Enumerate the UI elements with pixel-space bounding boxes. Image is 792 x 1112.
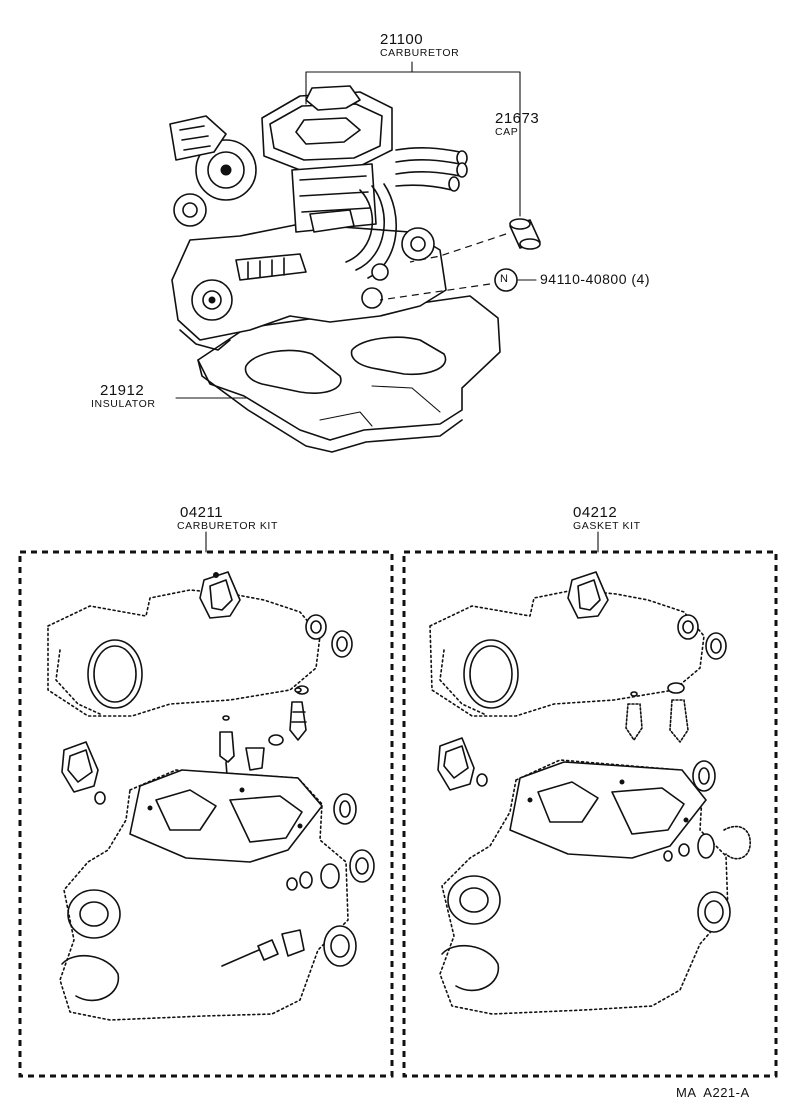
nut-symbol: N (500, 273, 509, 285)
cap-part-number: 21673 (495, 110, 540, 127)
carburetor-kit-part-number: 04211 (180, 504, 224, 521)
carburetor-part-name: CARBURETOR (380, 47, 460, 59)
nut-symbol-circle (494, 268, 518, 292)
carburetor-body (169, 85, 468, 351)
carburetor-leader-bracket (305, 71, 521, 217)
gasket-kit-part-number: 04212 (573, 504, 618, 521)
diagram-code: MA A221-A (676, 1085, 750, 1100)
carburetor-kit-part-name: CARBURETOR KIT (177, 520, 278, 532)
gasket-kit-illustration (429, 571, 751, 1015)
cap-part (509, 218, 541, 250)
gasket-kit-frame (402, 550, 778, 1078)
carburetor-kit-frame (18, 550, 394, 1078)
insulator-part-number: 21912 (100, 382, 145, 399)
insulator-plate (197, 295, 501, 453)
carburetor-part-number: 21100 (380, 31, 424, 48)
insulator-part-name: INSULATOR (91, 398, 156, 410)
nut-leader-dashed (379, 283, 491, 301)
cap-part-name: CAP (495, 126, 519, 138)
carburetor-kit-illustration (47, 571, 375, 1021)
gasket-kit-part-name: GASKET KIT (573, 520, 641, 532)
carburetor-assembly (169, 61, 541, 453)
nut-part-number: 94110-40800 (4) (540, 271, 650, 287)
cap-leader-dashed (409, 233, 507, 263)
